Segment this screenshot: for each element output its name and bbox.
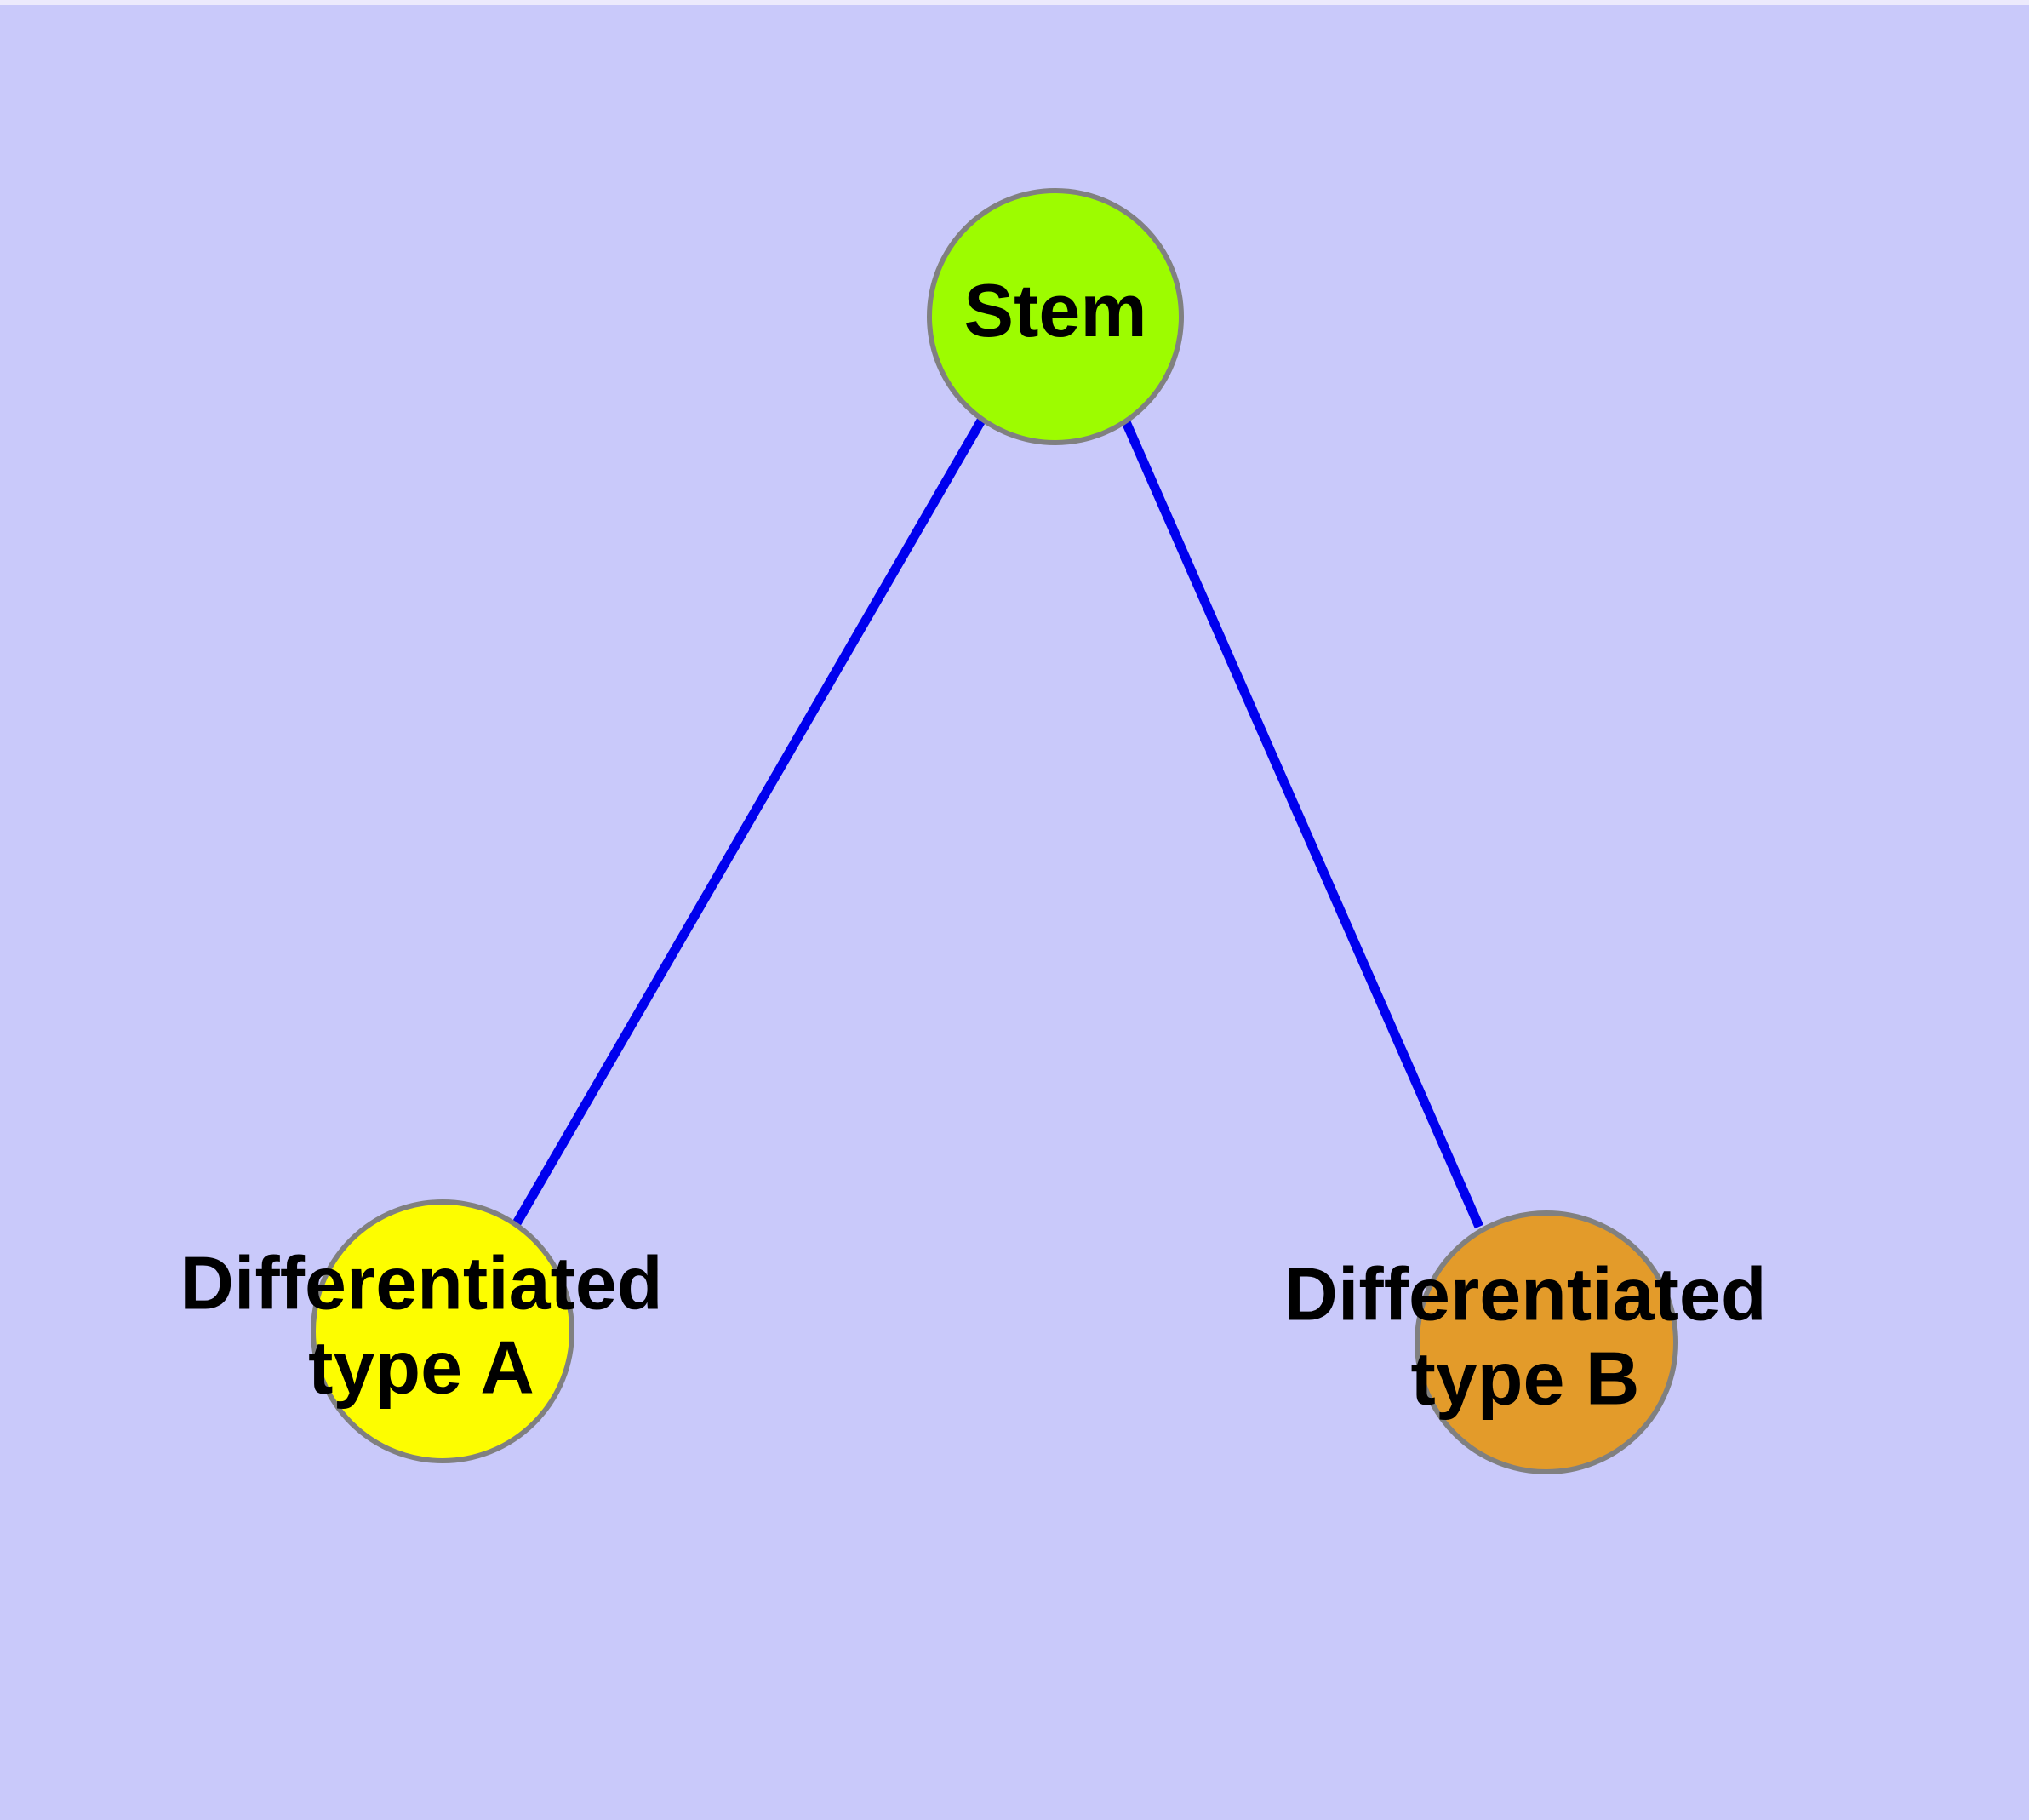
node-diff-a-circle[interactable] [311,1199,574,1463]
node-stem-circle[interactable] [927,188,1184,445]
edges-layer [512,414,1484,1229]
canvas-top-edge-strip [0,0,2029,5]
edge-stem-to-diff-b [1118,414,1484,1229]
edge-stem-to-diff-a [512,418,986,1226]
node-stem[interactable]: Stem [927,188,1184,445]
node-stem-label: Stem [963,268,1146,352]
node-diff-b-circle[interactable] [1415,1210,1678,1474]
